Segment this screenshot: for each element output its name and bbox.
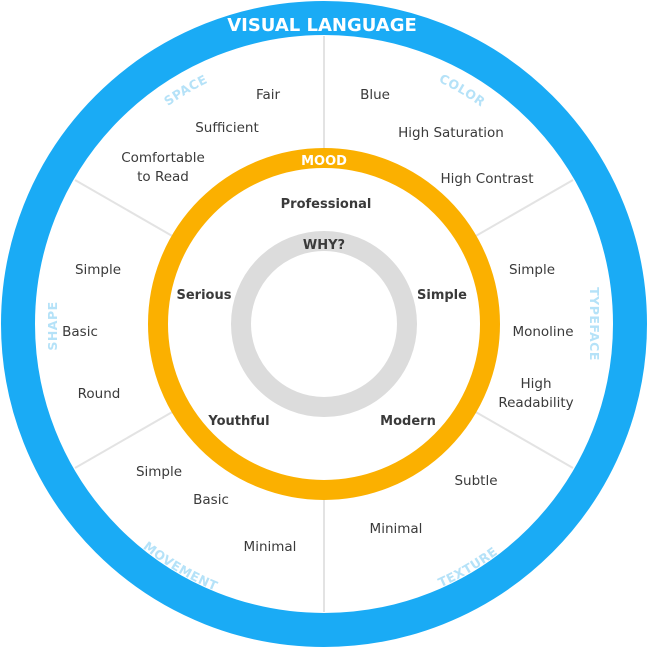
divider-top-left [74, 179, 175, 238]
divider-bottom-right [473, 410, 574, 469]
divider-bottom-left [74, 410, 175, 469]
mood-label: MOOD [301, 154, 347, 169]
mood-item: Serious [177, 288, 232, 303]
color-item: High Saturation [398, 125, 504, 141]
typeface-item: High [520, 376, 551, 392]
space-item: Fair [256, 87, 281, 103]
diagram-title: VISUAL LANGUAGE [227, 15, 417, 36]
why-label: WHY? [303, 238, 345, 253]
why-ring [231, 231, 417, 417]
mood-item: Professional [281, 197, 372, 212]
texture-item: Subtle [454, 473, 497, 489]
color-item: High Contrast [440, 171, 533, 187]
sector-label-typeface: TYPEFACE [587, 287, 602, 361]
shape-item: Round [78, 386, 121, 402]
texture-item: Minimal [370, 521, 423, 537]
mood-item: Modern [380, 414, 436, 429]
movement-item: Minimal [244, 539, 297, 555]
sector-label-shape: SHAPE [45, 301, 60, 350]
typeface-item: Simple [509, 262, 555, 278]
space-item: Comfortable [121, 150, 205, 166]
movement-item: Simple [136, 464, 182, 480]
typeface-item: Readability [498, 395, 573, 411]
space-item: to Read [137, 169, 189, 185]
mood-item: Youthful [207, 414, 269, 429]
sector-dividers [74, 36, 574, 612]
typeface-item: Monoline [512, 324, 573, 340]
divider-top-right [473, 179, 574, 238]
mood-item: Simple [417, 288, 467, 303]
shape-item: Simple [75, 262, 121, 278]
movement-item: Basic [193, 492, 229, 508]
color-item: Blue [360, 87, 390, 103]
shape-item: Basic [62, 324, 98, 340]
space-item: Sufficient [195, 120, 259, 136]
